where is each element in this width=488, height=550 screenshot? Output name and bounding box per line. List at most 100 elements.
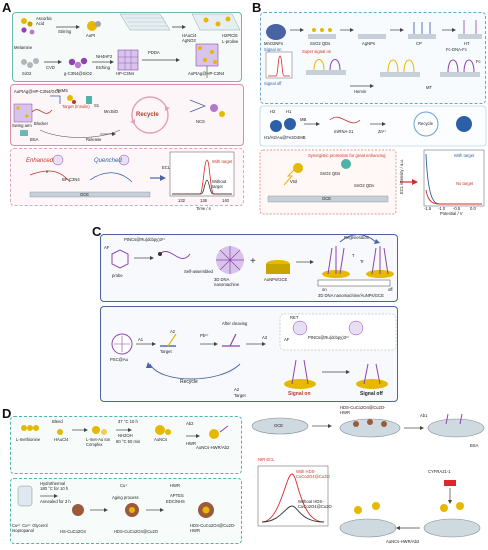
panel-c: C + <box>0 224 488 404</box>
c-af2-label: AF <box>284 337 290 342</box>
d-hds-hwr-label: HDS-CuCo2O4@Cu2O-HWR <box>190 523 236 533</box>
b-mno2-label: MnO2NFs <box>264 41 284 46</box>
a-gce-label: GCE <box>80 192 90 197</box>
a-agno3-label: AgNO3 <box>182 38 196 43</box>
a-ecl-axis-label: ECL <box>162 165 171 170</box>
b-tick-m05: -0.5 <box>453 206 461 211</box>
a-tick-136: 136 <box>200 198 207 203</box>
a-blocker-label: Blocker <box>34 121 48 126</box>
b-tick-m15: -1.5 <box>424 206 432 211</box>
d-ab2-label: Ab2 <box>186 421 194 426</box>
a-aupt-label: AuPt <box>86 33 96 38</box>
c-signal-on-label: Signal on <box>288 391 311 397</box>
a-target-label: Target (Insulin) <box>62 104 90 109</box>
b-sno2qdv-label: SnO2 QDv <box>354 183 375 188</box>
d-ab1-label: Ab1 <box>420 413 428 418</box>
a-electrode-label: AuPtAg@HP-C3N4/GCE <box>14 89 61 94</box>
b-gce-label: GCE <box>322 196 332 201</box>
c-tr-label: Tr <box>360 259 364 264</box>
panel-a: A Ascorbic Acid AuPt Stirring Melamine N… <box>0 0 246 222</box>
a-quenched-label: Quenched <box>94 158 122 164</box>
b-ecl-axis-label: ECL intensity / a.u. <box>399 159 404 194</box>
d-haucl4-label: HAuCl4 <box>54 437 69 442</box>
a-thms-label: THMS <box>56 88 68 93</box>
b-with-target-label: With target <box>454 153 475 158</box>
d-bsa-label: BSA <box>470 443 479 448</box>
c-off-label: off <box>388 287 393 292</box>
a-cvd-label: CVD <box>46 65 55 70</box>
d-nir-ecl-label: NIR ECL <box>258 457 275 462</box>
d-hs-label: HS-CuCo2O4 <box>60 529 86 534</box>
c-nanomachine-label: 3D DNA nanomachine <box>214 277 240 287</box>
d-aunc-hwr-label: AuNCs-HWR/Ab2 <box>196 445 230 450</box>
c-target-label: Target <box>160 349 172 354</box>
d-complex-label: L-met-Au Ion Complex <box>86 437 111 447</box>
a-haucl4-label: HAuCl4 <box>182 33 197 38</box>
a-etching-label: Etching <box>96 65 110 70</box>
a-bsa-label: BSA <box>30 137 39 142</box>
d-auncs-label: AuNCs <box>154 437 168 442</box>
b-signal-on-label: Signal on <box>264 47 282 52</box>
b-tick-00: 0.0 <box>470 206 476 211</box>
b-agnps-label: AgNPs <box>362 41 376 46</box>
a-tick-132: 132 <box>178 198 185 203</box>
a-auptag-label: AuPtAg@HP-C3N4 <box>188 71 225 76</box>
b-mb-complex-label: H1/H2/Au@Fe3O4MB <box>264 135 306 140</box>
a-melamine-label: Melamine <box>14 45 33 50</box>
panel-b: B <box>250 0 488 222</box>
b-synergy-label: Synergistic promotion for great enhancin… <box>308 153 386 158</box>
b-fc-label: Fc <box>476 59 481 64</box>
b-tick-m10: -1.0 <box>438 206 446 211</box>
d-aptes-label: APTES <box>170 493 184 498</box>
a-electron-label: e⁻ <box>46 169 51 174</box>
b-mt-label: MT <box>426 85 433 90</box>
a-s1-label: S1 <box>94 103 100 108</box>
c-a3-label: A3 <box>262 335 268 340</box>
c-electrode-label: 3D DNA nanomachine/AuNPs/GCE <box>318 293 384 298</box>
c-pb-label: Pb²⁺ <box>200 333 209 338</box>
a-bpc3n4-label: BP-C3N4 <box>62 177 80 182</box>
c-aunps-gce-label: AuNPs/GCE <box>264 277 288 282</box>
b-sno2qds-label: SnO2 QDs <box>320 171 341 176</box>
d-annealed-label: Annealed for 3 h <box>40 499 71 504</box>
c-ptncs2-label: PtNCs@Ru(dcbpy)3²⁺ <box>308 335 350 340</box>
a-enhanced-label: Enhanced <box>26 158 54 164</box>
c-self-assembled-label: Self-assembled <box>184 269 213 274</box>
b-recycle-label: Recycle <box>418 121 433 126</box>
b-super-signal-label: Super signal on <box>302 49 332 54</box>
panel-b-label: B <box>252 0 262 15</box>
a-tick-140: 140 <box>222 198 229 203</box>
a-mnbio-label: Mn:BiO <box>104 109 118 114</box>
d-60c-label: 60 °C 50 min <box>116 439 141 444</box>
panel-d-label: D <box>2 406 12 421</box>
a-swing-arm-label: Swing arm <box>12 123 32 128</box>
d-without-hds-label: Without HDS-CuCo2O4@Cu2O <box>298 499 332 509</box>
d-with-hds-label: With HDS-CuCo2O4@Cu2O <box>296 469 330 479</box>
b-h1-label: H1 <box>286 109 292 114</box>
b-fcdna-label: Fc-DNA-Fc <box>446 47 467 52</box>
b-h2-label: H2 <box>270 109 276 114</box>
c-a1-label: A1 <box>138 337 144 342</box>
panel-a-assembly-graphics <box>13 95 225 138</box>
c-af-label: AF <box>104 245 110 250</box>
d-cyfra-label: CYFRA21-1 <box>428 469 451 474</box>
c-a2-label: A2 <box>170 329 176 334</box>
d-aging-label: Aging process <box>112 495 139 500</box>
c-target-legend-label: Target <box>234 393 246 398</box>
c-psc-label: PSC@Au <box>110 357 128 362</box>
panel-d-aunc-box <box>10 416 242 474</box>
svg-text:+: + <box>250 256 256 267</box>
c-t-label: T <box>352 253 355 258</box>
b-zn-label: Zn²⁺ <box>378 129 387 134</box>
d-edc-label: EDC/NHS <box>166 499 185 504</box>
d-hwr-label: HWR <box>186 441 197 446</box>
b-cp-label: CP <box>416 41 422 46</box>
a-nh4hf2-label: NH4HF2 <box>96 54 113 59</box>
b-potential-axis-label: Potential / V <box>440 211 463 216</box>
a-lproline-label: L-proline <box>222 39 239 44</box>
b-vtol-label: Vtol <box>290 179 298 184</box>
panel-c-graphics: + <box>111 234 397 389</box>
b-signal-off-label: Signal off <box>264 81 282 86</box>
a-time-axis-label: Time / s <box>196 206 211 211</box>
b-no-target-label: No target <box>456 181 474 186</box>
